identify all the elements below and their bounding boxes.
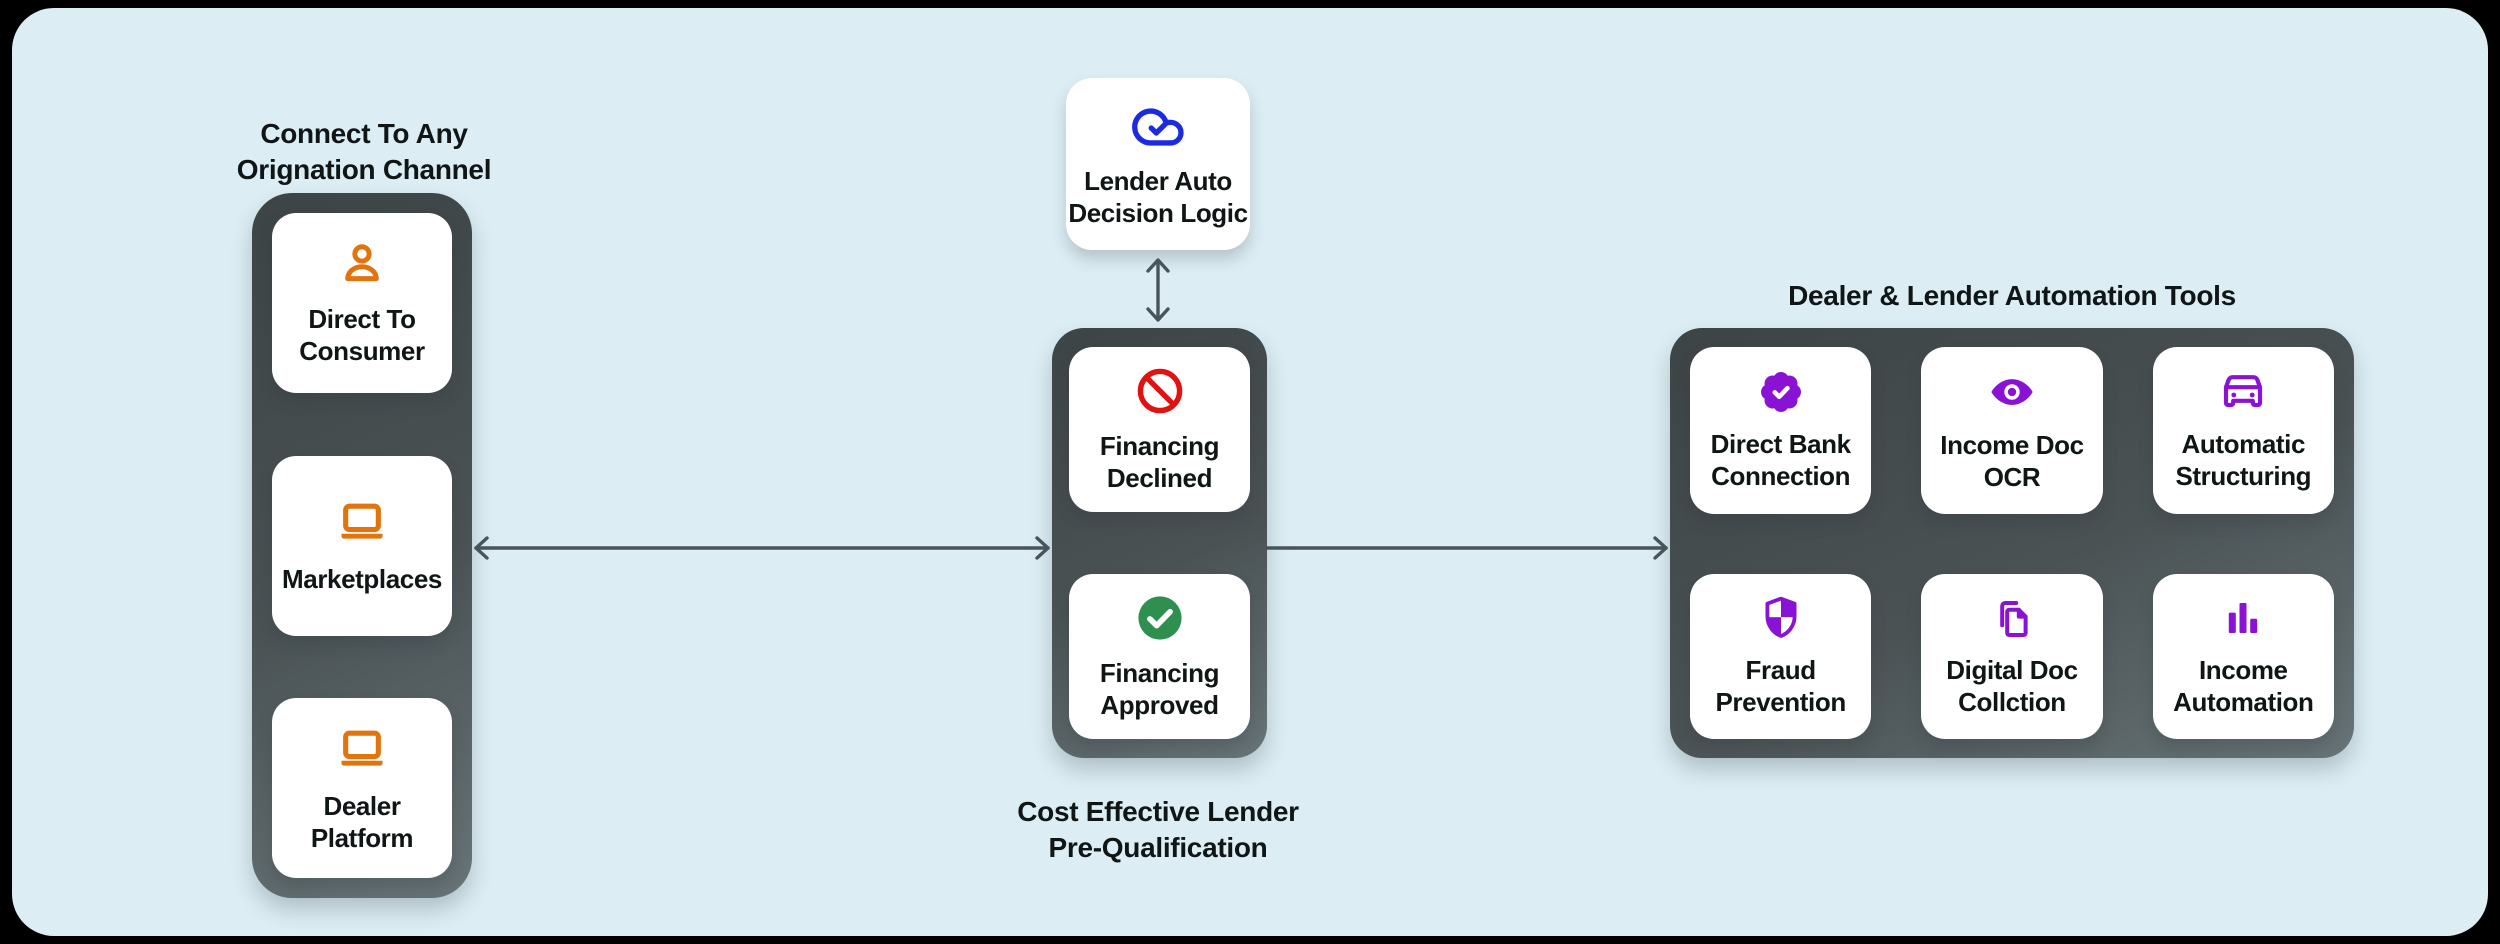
shield-icon [1757, 594, 1805, 642]
card-digital-doc-collection: Digital Doc Collction [1921, 574, 2103, 739]
card-label: Automatic Structuring [2175, 429, 2312, 491]
card-label: Income Automation [2173, 655, 2314, 717]
card-financing-declined: Financing Declined [1069, 347, 1250, 512]
card-label: Income Doc OCR [1940, 430, 2084, 492]
check-circle-icon [1133, 591, 1187, 645]
card-income-doc-ocr: Income Doc OCR [1921, 347, 2103, 514]
origination-channel-group: Direct To Consumer Marketplaces [252, 193, 472, 898]
card-label: Financing Approved [1099, 658, 1220, 720]
automation-title: Dealer & Lender Automation Tools [1788, 280, 2236, 311]
prequalification-title: Cost Effective Lender Pre-Qualification [1017, 796, 1299, 863]
card-label: Direct Bank Connection [1710, 429, 1852, 491]
card-label: Lender Auto Decision Logic [1068, 166, 1248, 228]
card-label: Marketplaces [282, 564, 442, 595]
prequalification-group: Financing Declined Financing Approved [1052, 328, 1267, 758]
automation-tools-group: Direct Bank Connection Income Doc OCR [1670, 328, 2354, 758]
cloud-check-icon [1129, 98, 1187, 156]
origination-prequalification-arrow [472, 530, 1052, 566]
user-icon [336, 239, 388, 291]
card-fraud-prevention: Fraud Prevention [1690, 574, 1872, 739]
card-marketplaces: Marketplaces [272, 455, 452, 636]
decision-flow-arrow [1140, 252, 1176, 328]
prequalification-automation-arrow [1265, 530, 1671, 566]
diagram-canvas: Connect To Any Orignation Channel Direct… [12, 8, 2488, 936]
copy-document-icon [1988, 594, 2036, 642]
card-label: Dealer Platform [310, 790, 414, 853]
decision-logic-card: Lender Auto Decision Logic [1066, 78, 1250, 250]
card-income-automation: Income Automation [2152, 574, 2334, 739]
laptop-icon [334, 722, 390, 778]
card-label: Direct To Consumer [299, 303, 425, 366]
prohibition-icon [1133, 364, 1187, 418]
card-automatic-structuring: Automatic Structuring [2152, 347, 2334, 514]
bar-chart-icon [2219, 594, 2267, 642]
card-label: Fraud Prevention [1715, 655, 1846, 717]
badge-check-icon [1757, 368, 1805, 416]
origination-title: Connect To Any Orignation Channel [236, 118, 492, 185]
card-direct-bank-connection: Direct Bank Connection [1690, 347, 1872, 514]
card-label: Financing Declined [1099, 431, 1220, 493]
card-financing-approved: Financing Approved [1069, 574, 1250, 739]
card-direct-to-consumer: Direct To Consumer [272, 213, 452, 393]
laptop-icon [334, 495, 390, 551]
eye-icon [1987, 367, 2037, 417]
car-icon [2219, 368, 2267, 416]
card-dealer-platform: Dealer Platform [272, 698, 452, 878]
card-label: Digital Doc Collction [1946, 655, 2078, 717]
